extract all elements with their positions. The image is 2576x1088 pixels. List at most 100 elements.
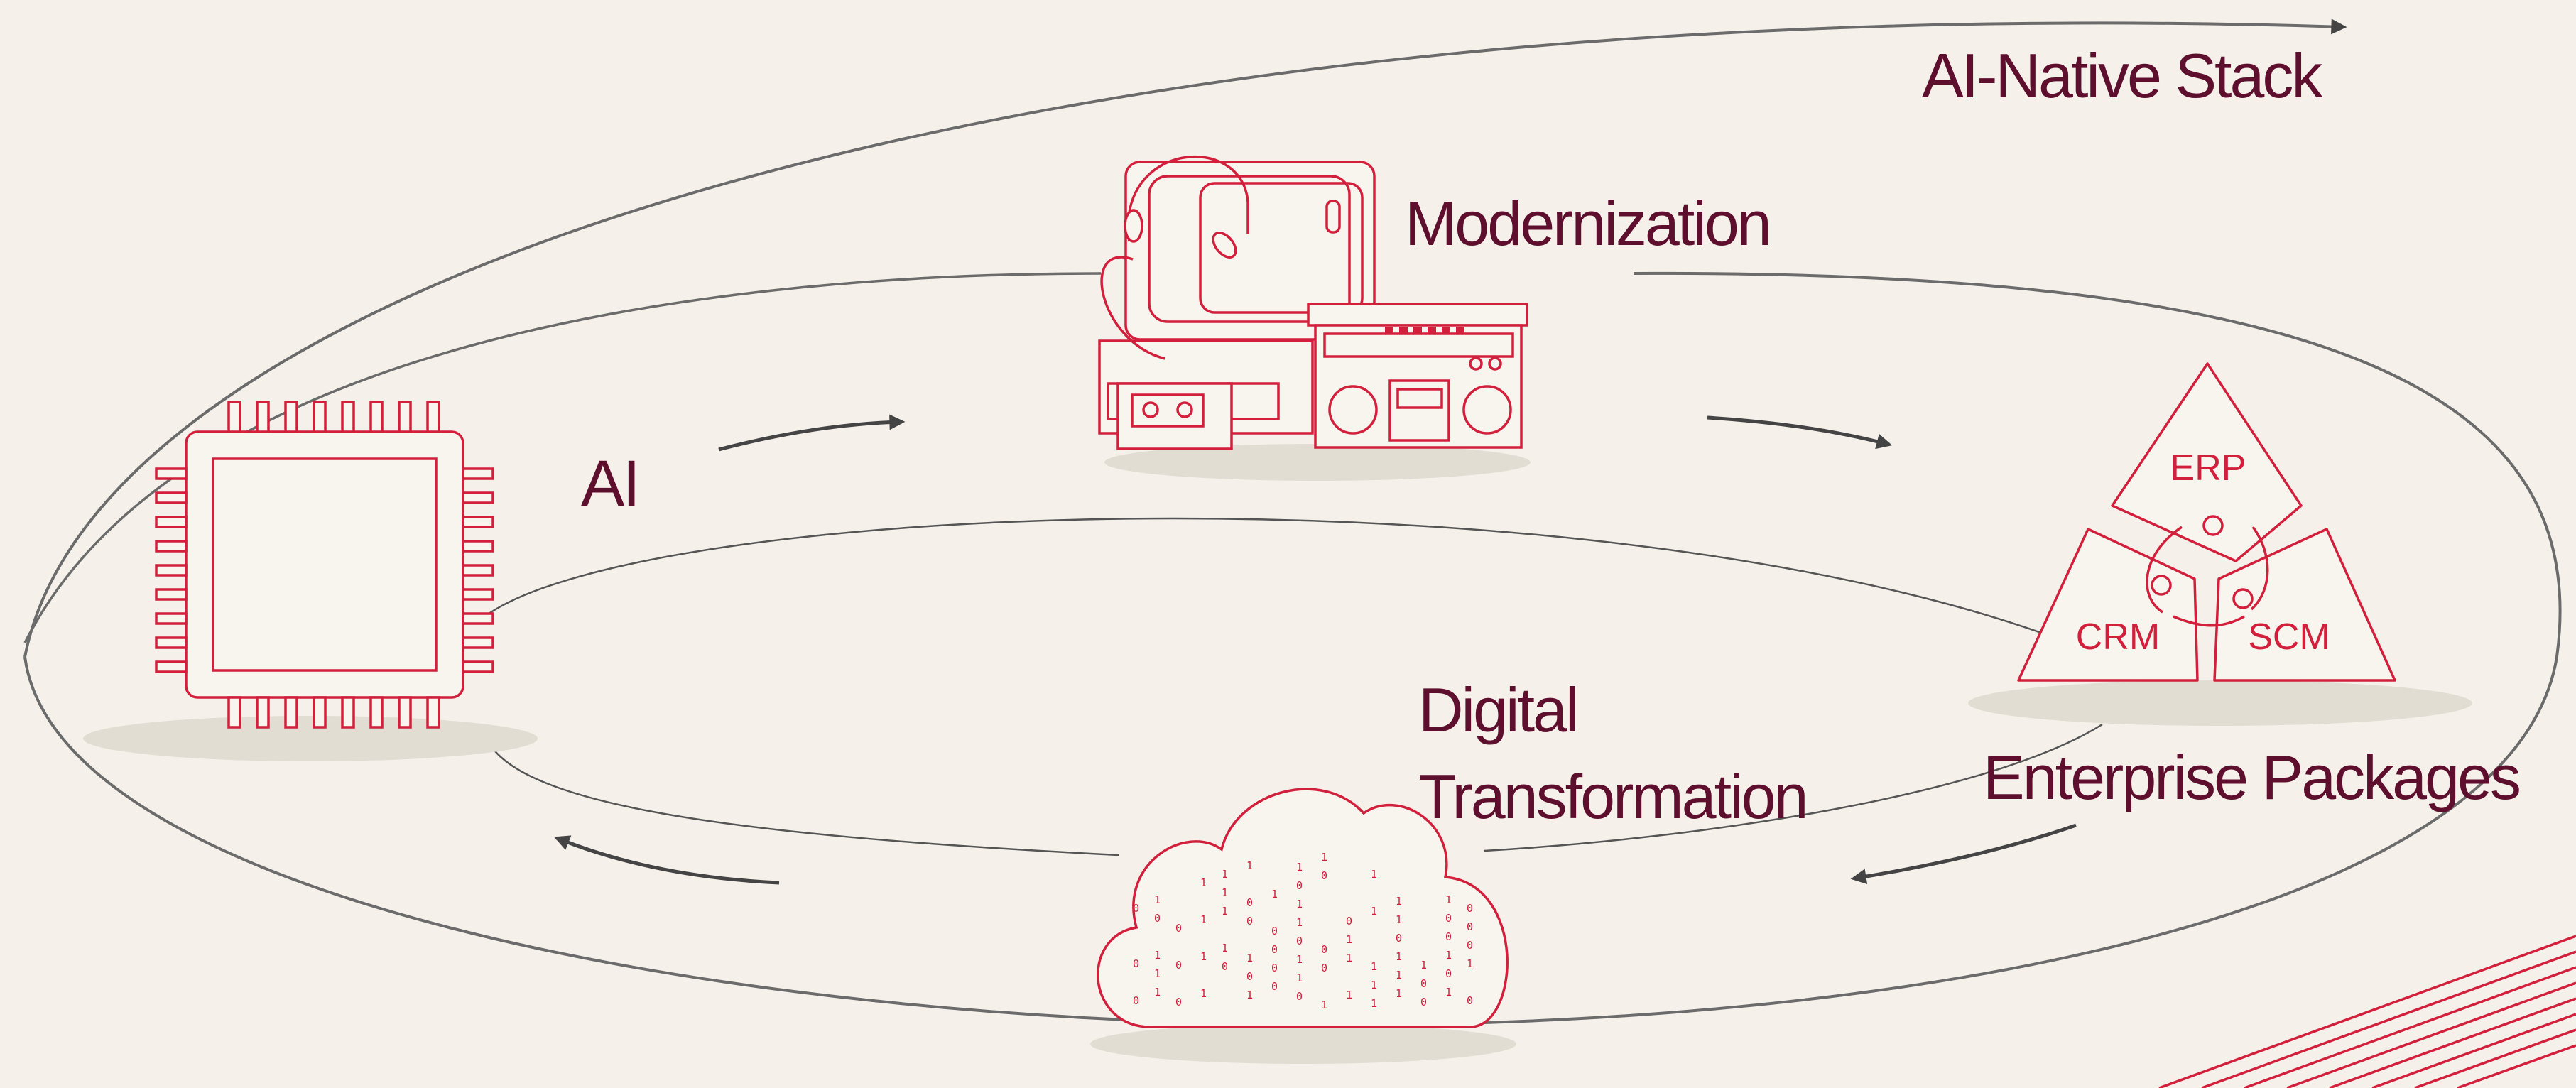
arrow-ai-to-modernization	[718, 414, 906, 452]
binary-glyph: 0	[1175, 922, 1182, 935]
binary-glyph: 1	[1296, 972, 1303, 984]
binary-glyph: 1	[1222, 868, 1228, 881]
binary-cloud-icon: 0 0 0 1 0 1 1 1 0 0 0 1 1 1 1 1 1 1 1 0 1 0 0 1 0 1 1 0 0 0 0 1 0 1 1 0 1 1 0 1…	[1097, 788, 1509, 1028]
chip-pin	[284, 401, 298, 433]
chip-pin	[313, 696, 327, 729]
binary-glyph: 0	[1467, 920, 1473, 933]
binary-glyph: 1	[1222, 886, 1228, 899]
binary-glyph: 1	[1371, 905, 1377, 918]
chip-pin	[462, 588, 494, 601]
chip-pin	[369, 696, 384, 729]
binary-glyph: 1	[1396, 969, 1402, 981]
binary-glyph: 0	[1321, 943, 1327, 956]
binary-glyph: 1	[1296, 898, 1303, 910]
chip-pin	[341, 401, 355, 433]
chip-pin	[155, 564, 188, 577]
binary-glyph: 0	[1133, 902, 1139, 915]
corner-stripes	[2158, 935, 2576, 1088]
binary-glyph: 0	[1296, 990, 1303, 1003]
chip-pin	[398, 696, 412, 729]
binary-glyph: 0	[1154, 912, 1161, 925]
chip-pin	[256, 401, 270, 433]
binary-glyph: 1	[1371, 979, 1377, 991]
arrow-modernization-to-enterprise	[1707, 415, 1893, 450]
transformation-label: Transformation	[1418, 761, 1807, 832]
binary-glyph: 1	[1200, 950, 1207, 963]
chip-pin	[462, 564, 494, 577]
binary-glyph: 1	[1371, 997, 1377, 1010]
binary-glyph: 0	[1222, 960, 1228, 973]
binary-glyph: 1	[1200, 876, 1207, 889]
chip-pin	[155, 636, 188, 649]
binary-glyph: 1	[1371, 868, 1377, 881]
chip-pin	[284, 696, 298, 729]
chip-pin	[462, 491, 494, 504]
binary-glyph: 1	[1154, 967, 1161, 980]
chip-pin	[369, 401, 384, 433]
binary-glyph: 0	[1133, 957, 1139, 970]
binary-glyph: 0	[1296, 935, 1303, 947]
binary-glyph: 1	[1346, 952, 1352, 964]
chip-pin	[155, 660, 188, 673]
chip-pin	[341, 696, 355, 729]
arrow-digital-to-ai	[553, 835, 780, 885]
binary-glyph: 1	[1222, 942, 1228, 954]
chip-pin	[462, 660, 494, 673]
outer-orbit-arc	[23, 18, 2347, 658]
binary-glyph: 1	[1396, 987, 1402, 1000]
chip-pin	[426, 696, 440, 729]
digital-label: Digital	[1418, 675, 1577, 745]
retro-computer-icon	[1098, 155, 1528, 450]
inner-orbit-ellipse	[482, 517, 2103, 856]
binary-glyph: 1	[1246, 952, 1253, 964]
chip-pin	[426, 401, 440, 433]
binary-glyph: 1	[1246, 859, 1253, 872]
binary-glyph: 1	[1222, 905, 1228, 918]
chip-pin	[462, 467, 494, 480]
binary-glyph: 0	[1175, 996, 1182, 1008]
binary-glyph: 1	[1396, 913, 1402, 926]
modernization-label: Modernization	[1405, 188, 1770, 259]
binary-glyph: 0	[1321, 869, 1327, 882]
binary-glyph: 1	[1346, 933, 1352, 946]
binary-glyph: 1	[1296, 953, 1303, 966]
arrow-enterprise-to-digital	[1850, 823, 2077, 885]
crm-label: CRM	[2076, 616, 2160, 658]
binary-glyph: 1	[1346, 989, 1352, 1001]
binary-glyph: 1	[1200, 913, 1207, 926]
binary-glyph: 0	[1467, 902, 1473, 915]
enterprise-packages-label: Enterprise Packages	[1983, 742, 2519, 812]
chip-pin	[313, 401, 327, 433]
chip-pin	[227, 401, 241, 433]
binary-glyph: 1	[1371, 960, 1377, 973]
chip-pin	[155, 516, 188, 528]
chip-pin	[462, 612, 494, 625]
binary-glyph: 1	[1396, 950, 1402, 963]
binary-glyph: 0	[1175, 959, 1182, 972]
binary-glyph: 1	[1154, 893, 1161, 906]
binary-glyph: 0	[1296, 879, 1303, 892]
chip-pin	[155, 612, 188, 625]
shadows	[83, 444, 2472, 1064]
binary-glyph: 1	[1420, 959, 1427, 972]
chip-pin	[155, 540, 188, 553]
chip-pin	[462, 516, 494, 528]
binary-glyph: 0	[1396, 932, 1402, 945]
binary-glyph: 1	[1200, 987, 1207, 1000]
binary-glyph: 1	[1271, 888, 1278, 901]
binary-glyph: 0	[1346, 915, 1352, 927]
binary-glyph: 1	[1445, 986, 1452, 999]
binary-glyph: 0	[1467, 994, 1473, 1007]
binary-glyph: 1	[1445, 949, 1452, 962]
chip-pin	[462, 540, 494, 553]
erp-label: ERP	[2170, 447, 2246, 489]
middle-orbit-left	[23, 272, 1102, 643]
binary-glyph: 0	[1321, 962, 1327, 974]
binary-glyph: 1	[1445, 893, 1452, 906]
binary-glyph: 0	[1445, 967, 1452, 980]
binary-glyph: 1	[1296, 916, 1303, 929]
binary-glyph: 1	[1246, 989, 1253, 1001]
chip-icon	[155, 401, 494, 729]
binary-glyph: 1	[1321, 999, 1327, 1011]
